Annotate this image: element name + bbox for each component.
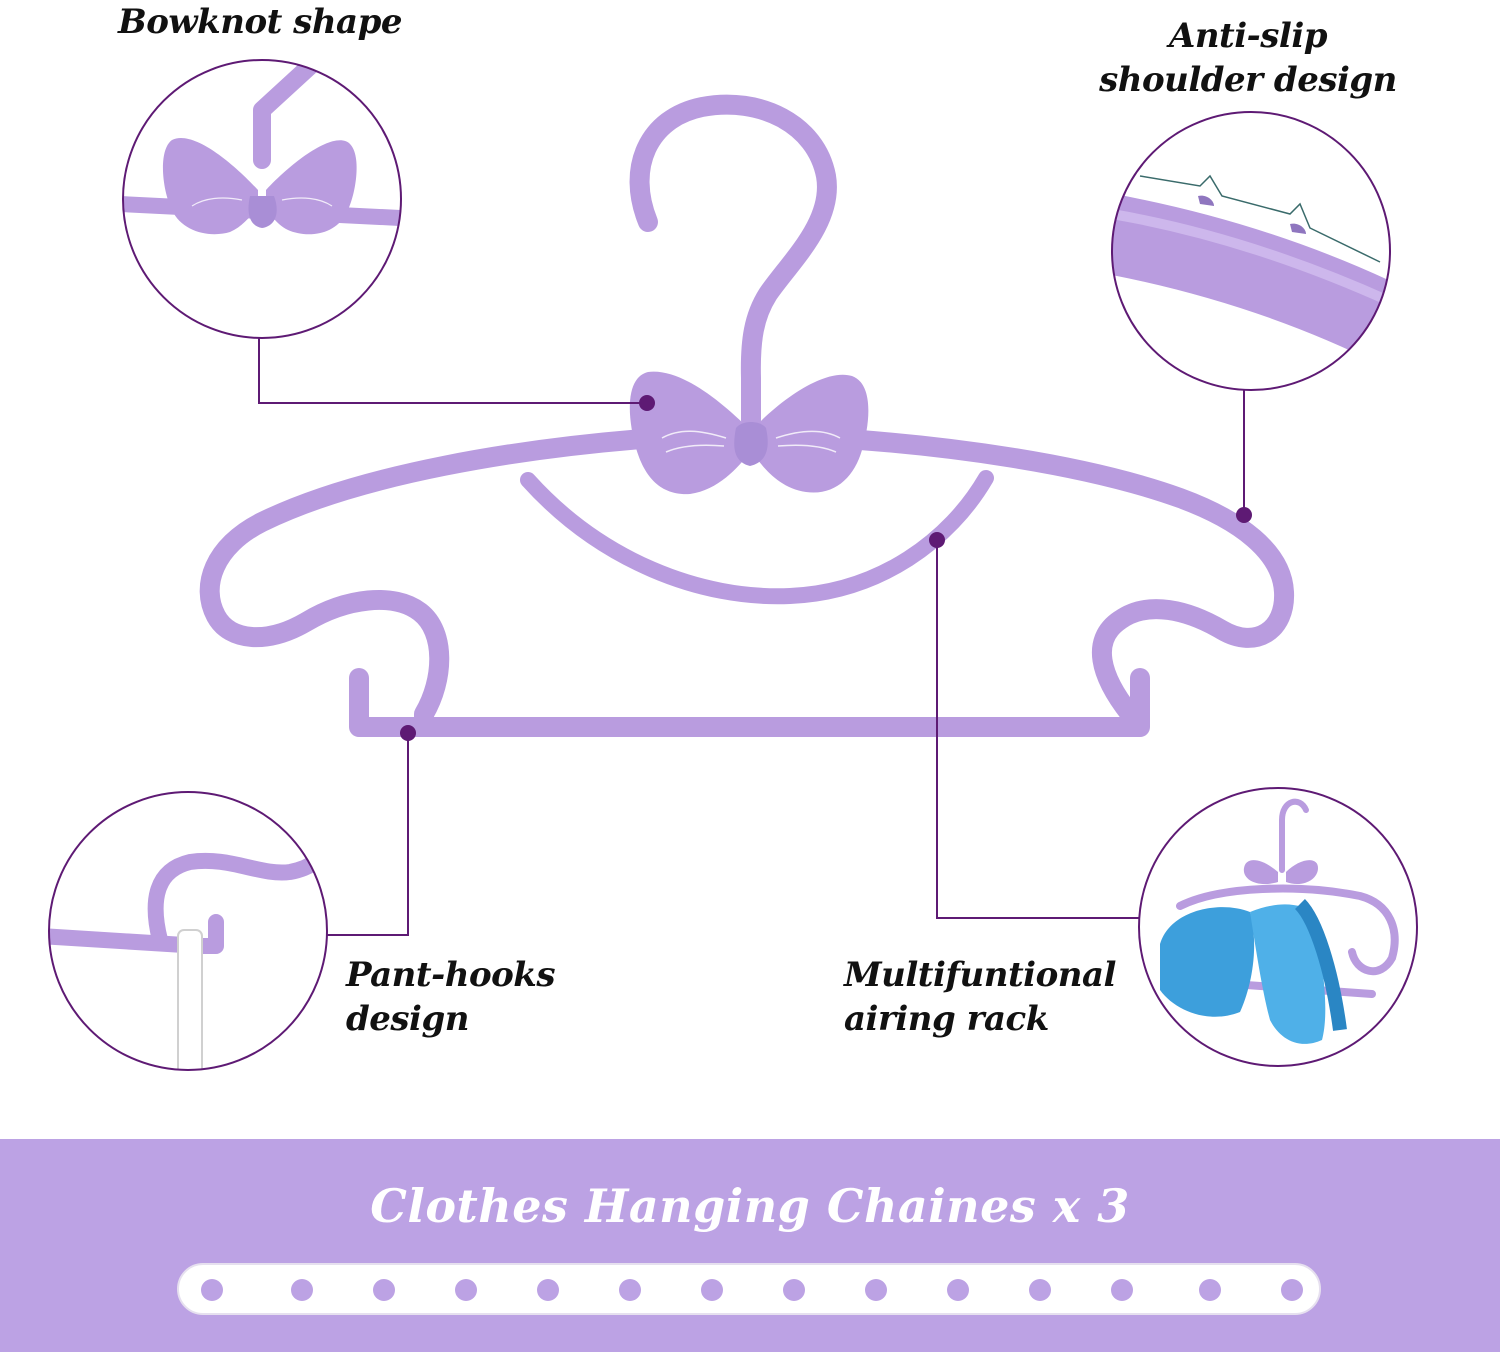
label-anti-slip-line1: Anti-slip <box>1168 16 1328 56</box>
label-multifunctional-line1: Multifuntional <box>844 955 1116 995</box>
bow-icon <box>629 371 869 495</box>
towel-left <box>1160 907 1255 1017</box>
bottom-banner <box>0 1139 1500 1352</box>
label-multifunctional-line2: airing rack <box>844 999 1049 1039</box>
hanger-frame <box>199 428 1295 737</box>
label-anti-slip-line2: shoulder design <box>1099 60 1397 100</box>
detail-circle-multi <box>1138 787 1418 1067</box>
label-multifunctional: Multifuntional airing rack <box>844 953 1144 1041</box>
label-bowknot-shape: Bowknot shape <box>118 2 402 42</box>
hanger-hook <box>629 94 837 430</box>
label-pant-hooks: Pant-hooks design <box>346 953 606 1041</box>
banner-title: Clothes Hanging Chaines x 3 <box>370 1179 1130 1233</box>
detail-circle-bowknot <box>122 59 402 339</box>
callout-dots <box>400 395 1252 741</box>
callout-dot-bowknot <box>639 395 655 411</box>
callout-dot-antislip <box>1236 507 1252 523</box>
callout-line-bowknot <box>258 338 647 404</box>
label-anti-slip: Anti-slip shoulder design <box>1098 14 1398 102</box>
towel-right <box>1250 904 1326 1044</box>
chain-holes <box>201 1279 1303 1301</box>
hanger-left-pant-hook <box>349 668 436 737</box>
callout-dot-panthooks <box>400 725 416 741</box>
hanger <box>199 94 1295 737</box>
callouts <box>258 338 1245 936</box>
detail-circle-antislip <box>1111 111 1391 391</box>
label-pant-hooks-line1: Pant-hooks <box>346 955 556 995</box>
hanger-inner-arc <box>520 470 994 605</box>
hanger-right-pant-hook <box>1080 668 1150 737</box>
label-pant-hooks-line2: design <box>346 999 469 1039</box>
detail-circle-panthooks <box>48 791 328 1071</box>
callout-line-multi <box>936 540 1140 919</box>
hanging-chain <box>177 1263 1321 1315</box>
callout-dot-multi <box>929 532 945 548</box>
callout-line-panthooks <box>327 733 409 936</box>
